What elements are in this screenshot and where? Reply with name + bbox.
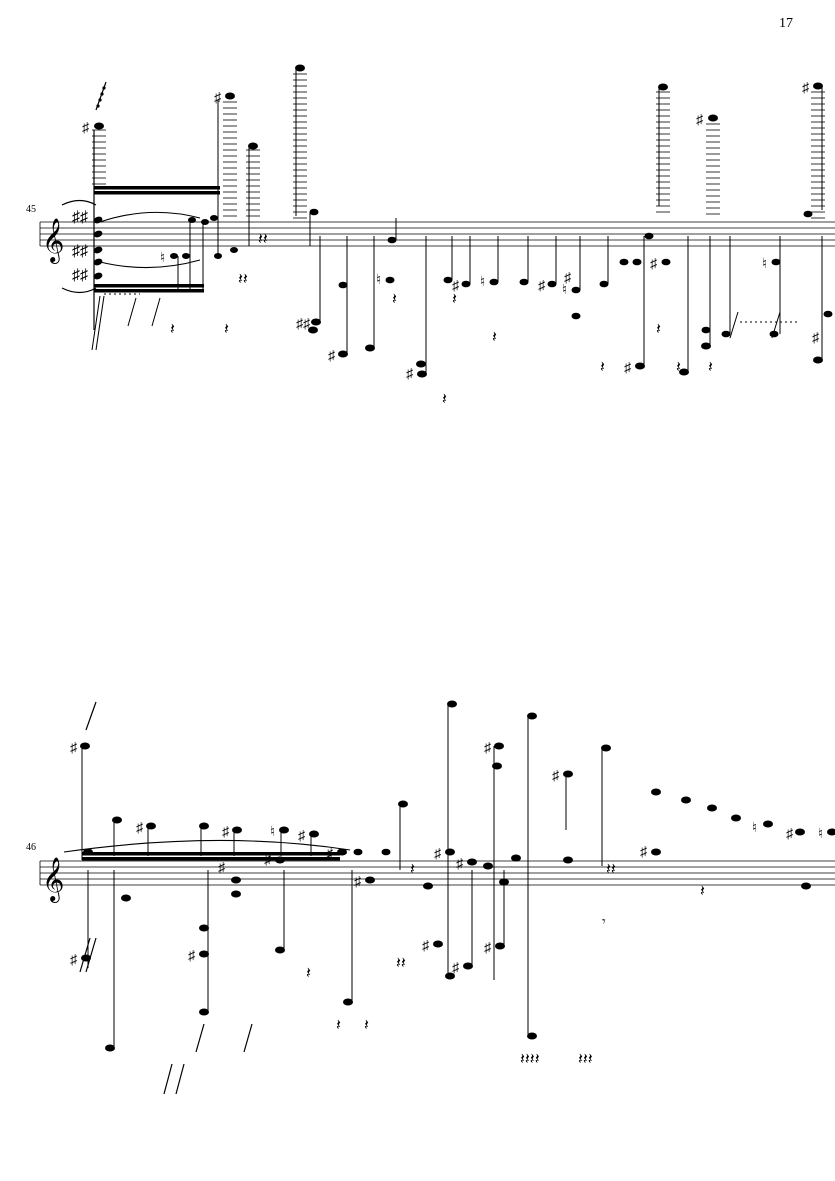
svg-text:♯: ♯ [696, 113, 704, 128]
svg-text:𝄽: 𝄽 [306, 965, 311, 982]
low-note-2: ♯ [328, 236, 348, 364]
svg-text:♯: ♯ [218, 861, 226, 876]
svg-text:♮: ♮ [818, 827, 823, 842]
mid-notes-46: ♯ ♯ ♯ ♯ ♯ ♯ [121, 847, 811, 902]
measure-number-45: 45 [26, 204, 36, 215]
svg-text:♯: ♯ [298, 829, 306, 844]
svg-text:♯: ♯ [786, 827, 794, 842]
treble-clef-icon: 𝄞 [42, 857, 64, 903]
staff-lines [39, 860, 835, 886]
svg-text:♮: ♮ [480, 275, 485, 290]
svg-text:𝄽: 𝄽 [364, 1017, 369, 1034]
measure-number-46: 46 [26, 842, 36, 853]
svg-text:♯♯: ♯♯ [72, 267, 88, 284]
svg-text:𝄽: 𝄽 [708, 359, 713, 376]
svg-text:♯: ♯ [136, 821, 144, 836]
svg-text:𝄽: 𝄽 [600, 359, 605, 376]
low-run-45: ♯ ♮ ♯ ♮ [443, 236, 609, 320]
svg-text:♯: ♯ [564, 271, 572, 286]
rests-46: 𝄽𝄽 𝄽 𝄽𝄽 𝄽 𝄽 𝄽 𝄽 𝄽𝄽𝄽𝄽 𝄽𝄽𝄽 𝄾 [306, 861, 705, 1068]
high-notes-45: ♯ ♯ [82, 64, 825, 246]
low-notes-46: ♯ ♯ ♯ ♯ ♯ [70, 870, 537, 1052]
svg-text:♮: ♮ [762, 257, 767, 272]
svg-text:𝄽: 𝄽 [442, 391, 447, 408]
svg-text:♯: ♯ [264, 853, 272, 868]
svg-text:♯♯: ♯♯ [72, 243, 88, 260]
svg-text:♯: ♯ [354, 875, 362, 890]
rests-45: 𝄽𝄽 𝄽𝄽 𝄽 𝄽 𝄽 𝄽 𝄽 𝄽 𝄽 𝄽 𝄽 𝄽 [170, 231, 713, 408]
page-number: 17 [779, 16, 793, 31]
svg-text:♯: ♯ [214, 91, 222, 106]
system-45: 𝄞 ♯♯ ♯♯ ♯♯ [39, 64, 835, 408]
svg-text:𝄽: 𝄽 [392, 291, 397, 308]
opening-chord: ♯♯ ♯♯ ♯♯ [61, 130, 201, 330]
svg-text:♯: ♯ [70, 953, 78, 968]
svg-text:♯: ♯ [434, 847, 442, 862]
svg-text:♯♯: ♯♯ [72, 209, 88, 226]
svg-text:♮: ♮ [270, 825, 275, 840]
svg-text:♯: ♯ [452, 961, 460, 976]
svg-text:♯: ♯ [188, 949, 196, 964]
svg-text:♯: ♯ [624, 361, 632, 376]
svg-text:♯: ♯ [406, 367, 414, 382]
low-note-4: ♯ [406, 236, 427, 382]
svg-text:♯: ♯ [422, 939, 430, 954]
svg-text:𝄽: 𝄽 [224, 321, 229, 338]
svg-text:♮: ♮ [752, 821, 757, 836]
svg-text:𝄽𝄽: 𝄽𝄽 [396, 955, 406, 972]
svg-text:♯♯: ♯♯ [296, 317, 311, 332]
svg-text:♯: ♯ [82, 121, 90, 136]
svg-text:𝄽: 𝄽 [336, 1017, 341, 1034]
svg-text:𝄽𝄽: 𝄽𝄽 [258, 231, 268, 248]
svg-text:𝄽: 𝄽 [492, 329, 497, 346]
svg-text:𝄽: 𝄽 [170, 321, 175, 338]
slur-46 [63, 839, 351, 853]
low-run-45b: ♯ ♯ ♮ ♯ [619, 210, 833, 376]
beams-46 [82, 852, 340, 861]
svg-text:♯: ♯ [328, 349, 336, 364]
staff-lines [39, 221, 835, 247]
svg-text:♯: ♯ [640, 845, 648, 860]
high-notes-46: ♯ ♯ ♯ ♮ ♯ [70, 700, 835, 1034]
svg-text:♯: ♯ [802, 81, 810, 96]
svg-text:♯: ♯ [552, 769, 560, 784]
system-46: 𝄞 ♯ ♯ ♯ ♮ [39, 700, 835, 1095]
svg-text:𝄽𝄽: 𝄽𝄽 [238, 271, 248, 288]
svg-text:𝄽: 𝄽 [452, 291, 457, 308]
svg-text:♯: ♯ [326, 847, 334, 862]
svg-text:𝄽𝄽𝄽𝄽: 𝄽𝄽𝄽𝄽 [520, 1051, 540, 1068]
svg-text:𝄾: 𝄾 [602, 915, 606, 930]
tremolo-slashes-46 [79, 937, 253, 1095]
svg-text:♯: ♯ [650, 257, 658, 272]
svg-text:𝄽𝄽𝄽: 𝄽𝄽𝄽 [578, 1051, 593, 1068]
svg-text:♮: ♮ [562, 283, 567, 298]
svg-text:♯: ♯ [452, 279, 460, 294]
inner-notes-45: ♮ [160, 100, 238, 290]
tremolo-dots-45 [91, 293, 800, 351]
low-note-3: ♮ [365, 218, 397, 352]
svg-text:𝄽𝄽: 𝄽𝄽 [606, 861, 616, 878]
beams-45 [94, 186, 220, 293]
treble-clef-icon: 𝄞 [42, 218, 64, 264]
svg-text:♯: ♯ [484, 741, 492, 756]
svg-text:♯: ♯ [456, 857, 464, 872]
svg-text:♯: ♯ [70, 741, 78, 756]
svg-text:♯: ♯ [484, 941, 492, 956]
svg-text:𝄽: 𝄽 [410, 861, 415, 878]
low-notes-45: ♯♯ ♯ ♮ [296, 208, 833, 382]
svg-text:𝄽: 𝄽 [700, 883, 705, 900]
low-chord-1: ♯♯ [296, 208, 321, 334]
svg-text:♯: ♯ [222, 825, 230, 840]
svg-text:♯: ♯ [812, 331, 820, 346]
svg-text:♮: ♮ [376, 273, 381, 288]
svg-text:𝄽: 𝄽 [676, 359, 681, 376]
svg-text:♮: ♮ [160, 251, 165, 266]
svg-text:𝄽: 𝄽 [656, 321, 661, 338]
svg-text:♯: ♯ [538, 279, 546, 294]
